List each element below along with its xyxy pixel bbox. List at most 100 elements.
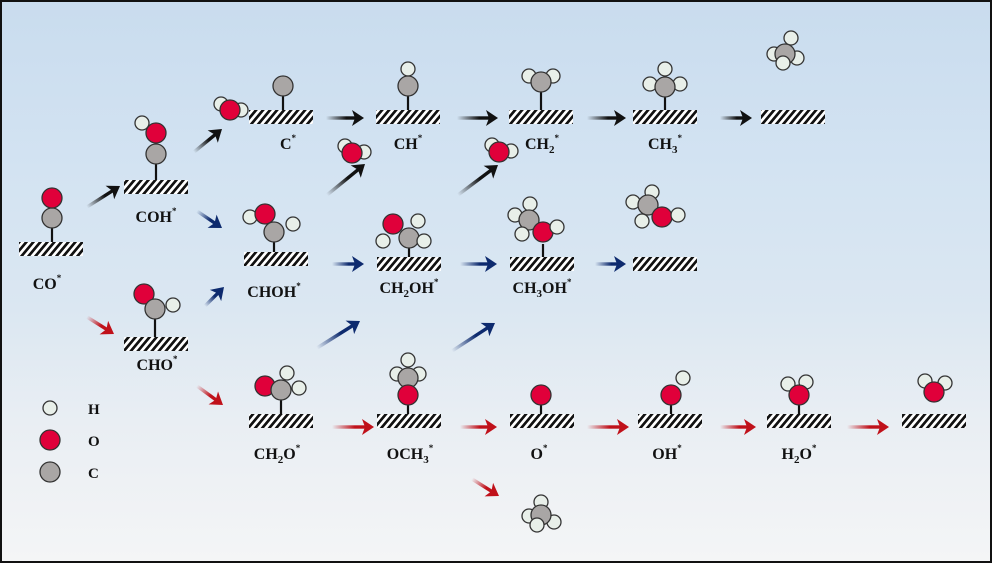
arrow-head bbox=[617, 419, 629, 435]
arrow-shaft bbox=[720, 425, 752, 429]
catalyst-surface bbox=[510, 414, 574, 428]
choh-adsorbate bbox=[242, 203, 301, 243]
legend-item-H: H bbox=[42, 400, 100, 418]
reaction-arrow-icon bbox=[587, 110, 626, 126]
legend: HOC bbox=[39, 400, 100, 483]
carbon-atom bbox=[270, 379, 292, 401]
reaction-arrow-icon bbox=[325, 163, 366, 197]
species-label-och3: OCH3* bbox=[387, 443, 434, 466]
reaction-arrow-icon bbox=[196, 209, 222, 228]
arrow-shaft bbox=[460, 262, 493, 266]
label-part: * bbox=[812, 443, 817, 453]
species-label-choh: CHOH* bbox=[247, 281, 301, 301]
label-part: O bbox=[800, 446, 812, 463]
ch3oh-gas bbox=[625, 184, 686, 229]
arrow-head bbox=[352, 256, 364, 272]
hydrogen-atom bbox=[657, 61, 673, 77]
arrow-shaft bbox=[847, 425, 885, 429]
carbon-atom bbox=[398, 227, 420, 249]
carbon-atom bbox=[41, 207, 63, 229]
reaction-arrow-icon bbox=[595, 256, 626, 272]
catalyst-surface bbox=[249, 414, 313, 428]
oxygen-atom bbox=[530, 384, 552, 406]
reaction-arrow-icon bbox=[192, 129, 222, 154]
catalyst-surface bbox=[19, 242, 83, 256]
label-part: O bbox=[283, 446, 295, 463]
oxygen-atom bbox=[660, 384, 682, 406]
och3-adsorbate bbox=[389, 352, 427, 406]
species-label-h2o: H2O* bbox=[782, 443, 817, 466]
ch4-gas bbox=[521, 494, 562, 533]
catalyst-surface bbox=[510, 257, 574, 271]
catalyst-surface bbox=[633, 110, 697, 124]
label-part: OH bbox=[409, 280, 434, 297]
species-label-ch2o: CH2O* bbox=[254, 443, 301, 466]
label-part: C bbox=[280, 136, 292, 153]
arrow-head bbox=[350, 163, 366, 178]
arrow-shaft bbox=[451, 323, 493, 353]
oxygen-atom bbox=[341, 142, 363, 164]
arrow-head bbox=[484, 482, 499, 497]
arrow-head bbox=[208, 391, 224, 406]
ch2oh-adsorbate bbox=[375, 213, 432, 249]
species-label-oh: OH* bbox=[652, 443, 682, 463]
arrow-shaft bbox=[332, 425, 370, 429]
legend-item-O: O bbox=[39, 429, 100, 451]
reaction-arrow-icon bbox=[460, 256, 497, 272]
reaction-arrow-icon bbox=[86, 315, 114, 335]
arrow-head bbox=[485, 256, 497, 272]
reaction-arrow-icon bbox=[86, 185, 120, 209]
hydrogen-atom bbox=[400, 352, 416, 368]
label-part: * bbox=[677, 443, 682, 453]
oxygen-atom bbox=[254, 203, 276, 225]
label-part: * bbox=[173, 354, 178, 364]
arrow-head bbox=[99, 320, 114, 335]
carbon-atom bbox=[637, 194, 659, 216]
arrow-head bbox=[362, 419, 374, 435]
hydrogen-atom bbox=[529, 517, 545, 533]
reaction-arrow-icon bbox=[451, 322, 496, 353]
arrow-shaft bbox=[192, 130, 220, 154]
c-adsorbate bbox=[272, 75, 294, 97]
species-label-cho: CHO* bbox=[137, 354, 178, 374]
arrow-head bbox=[352, 110, 364, 126]
catalyst-surface bbox=[633, 257, 697, 271]
oxygen-atom bbox=[133, 283, 155, 305]
carbon-atom bbox=[144, 298, 166, 320]
species-label-ch: CH* bbox=[394, 133, 423, 153]
catalyst-surface bbox=[249, 110, 313, 124]
label-part: CO bbox=[33, 276, 57, 293]
catalyst-surface bbox=[244, 252, 308, 266]
arrow-head bbox=[209, 286, 225, 302]
label-part: * bbox=[292, 133, 297, 143]
oxygen-atom bbox=[41, 187, 63, 209]
h2o-released bbox=[484, 137, 519, 163]
arrow-head bbox=[614, 110, 626, 126]
label-part: * bbox=[567, 277, 572, 287]
legend-label: C bbox=[88, 466, 99, 482]
label-part: * bbox=[296, 281, 301, 291]
hydrogen-atom bbox=[410, 213, 426, 229]
hydrogen-atom bbox=[375, 233, 391, 249]
reaction-arrow-icon bbox=[460, 419, 497, 435]
oxygen-atom bbox=[488, 141, 510, 163]
hydrogen-atom bbox=[134, 115, 150, 131]
label-part: CH bbox=[525, 136, 550, 153]
oxygen-atom bbox=[219, 99, 241, 121]
ch3oh-adsorbate bbox=[507, 196, 565, 243]
label-part: * bbox=[555, 133, 560, 143]
oxygen-atom bbox=[651, 206, 673, 228]
hydrogen-atom bbox=[42, 400, 58, 416]
reaction-arrow-icon bbox=[847, 419, 889, 435]
hydrogen-atom bbox=[670, 207, 686, 223]
hydrogen-atom bbox=[400, 61, 416, 77]
label-part: * bbox=[678, 133, 683, 143]
arrow-head bbox=[345, 320, 360, 335]
catalyst-surface bbox=[124, 337, 188, 351]
oxygen-atom bbox=[397, 384, 419, 406]
reaction-arrow-icon bbox=[332, 419, 374, 435]
arrow-shaft bbox=[316, 321, 358, 350]
label-part: OH bbox=[542, 280, 567, 297]
hydrogen-atom bbox=[634, 213, 650, 229]
